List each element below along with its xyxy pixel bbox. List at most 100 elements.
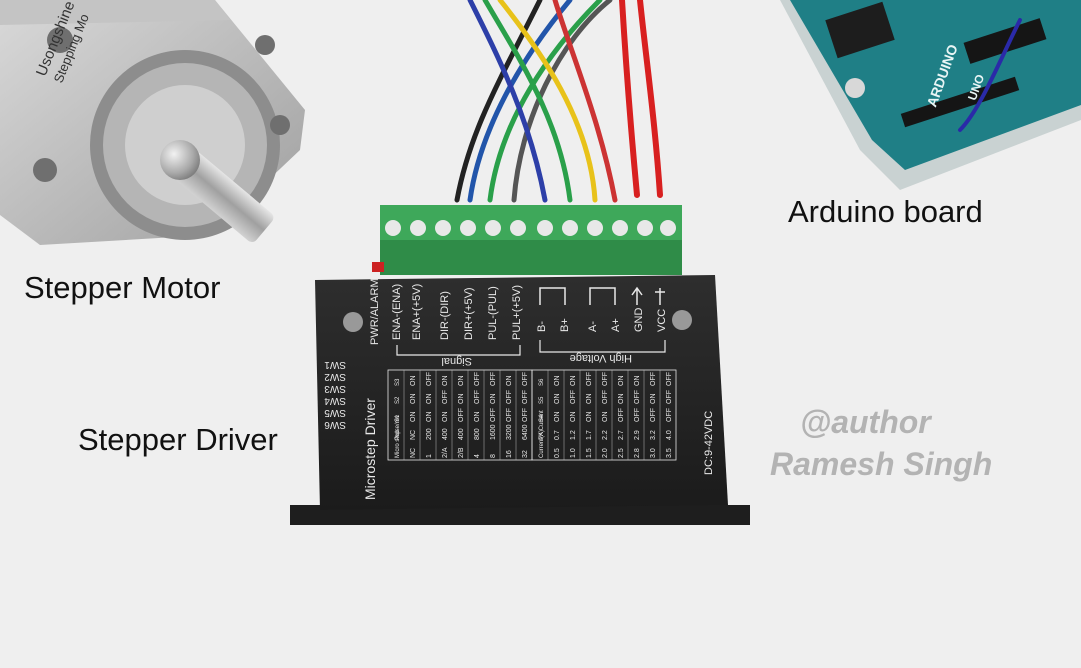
- current-table-cell: OFF: [650, 372, 657, 386]
- stepper-motor-caption: Stepper Motor: [24, 270, 221, 305]
- microstep-table-cell: 8: [490, 454, 497, 458]
- current-table-cell: OFF: [570, 390, 577, 404]
- power-pin-label: A+: [610, 318, 622, 332]
- current-table-cell: 1.0: [570, 448, 577, 458]
- microstep-table-cell: OFF: [474, 372, 481, 386]
- microstep-table-cell: OFF: [442, 390, 449, 404]
- microstep-table-cell: OFF: [490, 408, 497, 422]
- microstep-table-cell: 800: [474, 428, 481, 440]
- microstep-table-header-cell: S1: [395, 414, 401, 422]
- signal-group-label: Signal: [441, 355, 472, 367]
- power-pin-label: GND: [633, 308, 645, 333]
- arduino-header: [900, 76, 1020, 128]
- microstep-table-header-cell: S3: [395, 378, 401, 386]
- microstep-table-cell: 1: [426, 454, 433, 458]
- screw-icon: [270, 115, 290, 135]
- wires: [454, 0, 1022, 203]
- power-pin-label: B-: [536, 321, 548, 332]
- microstep-table-cell: NC: [410, 430, 417, 440]
- switch-label: SW5: [324, 407, 346, 418]
- screw-icon: [672, 310, 692, 330]
- microstep-table-cell: ON: [410, 412, 417, 423]
- current-table-cell: ON: [650, 394, 657, 405]
- microstep-table-cell: OFF: [458, 408, 465, 422]
- current-table-cell: 2.5: [618, 448, 625, 458]
- current-table-cell: ON: [586, 394, 593, 405]
- current-table-cell: ON: [618, 376, 625, 387]
- current-table-cell: OFF: [650, 408, 657, 422]
- microstep-table-cell: 16: [506, 450, 513, 458]
- watermark-line2: Ramesh Singh: [770, 446, 993, 482]
- microstep-table-cell: 2/A: [442, 447, 449, 458]
- microstep-table-cell: 200: [426, 428, 433, 440]
- microstep-table-header-cell: Micro step: [395, 430, 401, 458]
- microstep-table-cell: 2/B: [458, 447, 465, 458]
- microstep-table-cell: OFF: [522, 408, 529, 422]
- signal-pin-label: PUL-(PUL): [487, 286, 499, 340]
- current-table-cell: ON: [634, 376, 641, 387]
- motor-shaft: [170, 148, 274, 243]
- current-table-cell: 1.5: [586, 448, 593, 458]
- current-table-header-cell: Current(A): [539, 430, 545, 458]
- microstep-table-cell: OFF: [426, 372, 433, 386]
- current-table-cell: ON: [618, 394, 625, 405]
- pwr-alarm-label: PWR/ALARM: [369, 278, 381, 345]
- microstep-table-cell: 3200: [506, 424, 513, 440]
- power-group-label: High Voltage: [570, 352, 632, 364]
- current-table-cell: 3.0: [650, 448, 657, 458]
- current-table-cell: ON: [554, 394, 561, 405]
- screw-icon: [47, 27, 73, 53]
- current-table-cell: 2.0: [602, 448, 609, 458]
- current-table-cell: OFF: [666, 372, 673, 386]
- current-table-cell: 2.7: [618, 430, 625, 440]
- microstep-table-cell: 1600: [490, 424, 497, 440]
- switch-label: SW2: [324, 371, 346, 382]
- microstep-table-header-cell: Pulse/rev: [395, 415, 401, 440]
- switch-label: SW4: [324, 395, 346, 406]
- current-table-cell: OFF: [666, 390, 673, 404]
- microstep-table-cell: 4: [474, 454, 481, 458]
- microstep-table-cell: ON: [490, 394, 497, 405]
- current-table-cell: ON: [570, 412, 577, 423]
- current-table-cell: 0.7: [554, 430, 561, 440]
- stepper-driver-caption: Stepper Driver: [78, 422, 278, 457]
- microstep-table-cell: OFF: [490, 372, 497, 386]
- screw-icon: [343, 312, 363, 332]
- current-table: Current(A)PK CurrentS4S5S60.50.7ONONON1.…: [531, 369, 677, 461]
- microstep-table-cell: 400: [442, 428, 449, 440]
- current-table-cell: 4.0: [666, 430, 673, 440]
- arduino-chip: [825, 1, 895, 59]
- microstep-table-cell: 32: [522, 450, 529, 458]
- microstep-table-cell: OFF: [522, 390, 529, 404]
- microstep-table-cell: ON: [426, 394, 433, 405]
- microstep-table-cell: ON: [458, 394, 465, 405]
- current-table-cell: OFF: [602, 390, 609, 404]
- current-table-cell: ON: [602, 412, 609, 423]
- screw-icon: [33, 158, 57, 182]
- microstep-table-cell: OFF: [522, 372, 529, 386]
- microstep-table-cell: NC: [410, 448, 417, 458]
- switch-label: SW1: [324, 359, 346, 370]
- power-pin-label: VCC: [656, 309, 668, 332]
- current-table-cell: 3.5: [666, 448, 673, 458]
- microstep-table-cell: ON: [410, 394, 417, 405]
- microstep-table-header-cell: S2: [395, 396, 401, 404]
- microstep-table-cell: ON: [442, 376, 449, 387]
- current-table-header-cell: PK Current: [539, 410, 545, 440]
- microstep-table-cell: OFF: [506, 408, 513, 422]
- current-table-cell: ON: [554, 376, 561, 387]
- current-table-cell: OFF: [666, 408, 673, 422]
- current-table-cell: 2.9: [634, 430, 641, 440]
- arduino-board: ARDUINO UNO: [780, 0, 1081, 190]
- terminal-block: [372, 205, 682, 275]
- current-table-cell: 3.2: [650, 430, 657, 440]
- signal-pin-label: ENA-(ENA): [391, 284, 403, 340]
- terminal-screws: [385, 220, 676, 236]
- microstep-table-cell: OFF: [506, 390, 513, 404]
- microstep-table-cell: ON: [506, 376, 513, 387]
- signal-pin-label: DIR+(+5V): [463, 287, 475, 340]
- current-table-cell: 0.5: [554, 448, 561, 458]
